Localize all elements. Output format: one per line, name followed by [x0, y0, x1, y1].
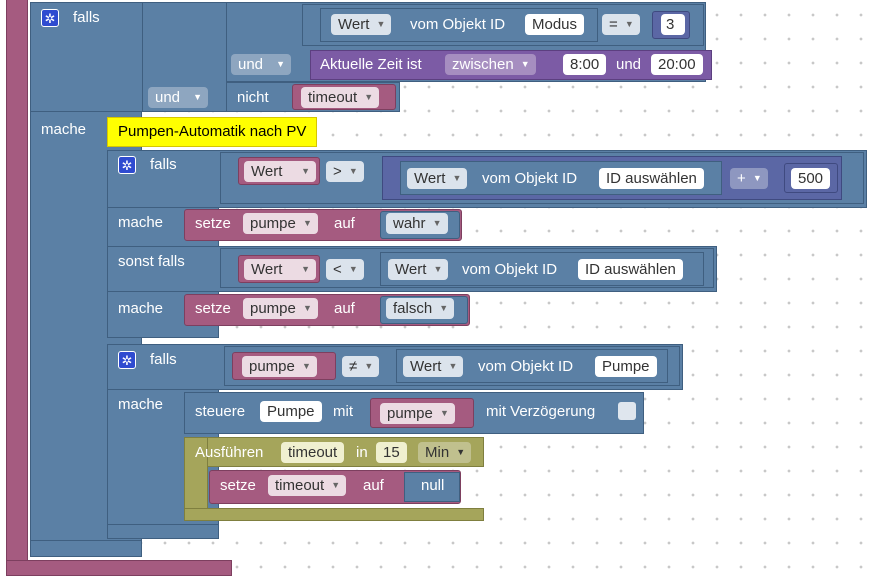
wert-dropdown[interactable]: Wert▼ [244, 259, 316, 280]
null-label: null [421, 477, 445, 494]
aktuelle-zeit-label: Aktuelle Zeit ist [320, 56, 422, 73]
chevron-down-icon: ▼ [456, 447, 466, 457]
setze-label: setze [195, 300, 231, 317]
object-id-field-modus[interactable]: Modus [525, 14, 585, 35]
mache-label: mache [118, 300, 164, 317]
vom-objekt-id-label: vom Objekt ID [410, 16, 506, 33]
timeout-name-field[interactable]: timeout [281, 442, 345, 463]
chevron-down-icon: ▼ [301, 264, 310, 274]
gear-icon[interactable]: ✲ [118, 156, 136, 174]
mache-label: mache [118, 396, 164, 413]
timeout-value-field[interactable]: 15 [376, 442, 407, 463]
boolean-dropdown-wahr[interactable]: wahr▼ [386, 213, 448, 234]
chevron-down-icon: ▼ [348, 264, 358, 274]
chevron-down-icon: ▼ [520, 59, 530, 69]
if-block-1-bottom [30, 540, 142, 557]
chevron-down-icon: ▼ [433, 264, 443, 274]
timeout-unit-dropdown[interactable]: Min▼ [418, 442, 472, 463]
timeout-block-bottom [184, 508, 484, 521]
if-block-3-bottom [107, 524, 219, 539]
number-field-3[interactable]: 3 [661, 14, 685, 35]
object-id-field[interactable]: ID auswählen [599, 168, 704, 189]
in-label: in [356, 444, 368, 461]
variable-dropdown-pumpe[interactable]: pumpe▼ [243, 298, 318, 319]
setze-label: setze [220, 477, 256, 494]
time-from-field[interactable]: 8:00 [563, 54, 607, 75]
chevron-down-icon: ▼ [302, 303, 312, 313]
vom-objekt-id-label: vom Objekt ID [482, 170, 578, 187]
boolean-dropdown-falsch[interactable]: falsch▼ [386, 298, 455, 319]
chevron-down-icon: ▼ [439, 303, 449, 313]
chevron-down-icon: ▼ [376, 19, 386, 29]
chevron-down-icon: ▼ [331, 480, 341, 490]
time-to-field[interactable]: 20:00 [651, 54, 703, 75]
chevron-down-icon: ▼ [364, 92, 374, 102]
chevron-down-icon: ▼ [624, 19, 634, 29]
delay-checkbox[interactable] [618, 402, 636, 420]
mit-verzoegerung-label: mit Verzögerung [486, 403, 596, 420]
wert-dropdown[interactable]: Wert▼ [244, 161, 316, 182]
auf-label: auf [334, 215, 355, 232]
null-block[interactable] [404, 472, 460, 502]
compare-operator-dropdown[interactable]: >▼ [326, 161, 364, 182]
object-id-field[interactable]: ID auswählen [578, 259, 683, 280]
ausfuehren-label: Ausführen [195, 444, 264, 461]
compare-operator-dropdown[interactable]: =▼ [602, 14, 640, 35]
falls-label: falls [73, 9, 100, 26]
falls-label: falls [150, 351, 177, 368]
time-und-label: und [616, 56, 642, 73]
chevron-down-icon: ▼ [432, 218, 442, 228]
chevron-down-icon: ▼ [301, 361, 311, 371]
time-mode-dropdown[interactable]: zwischen▼ [445, 54, 536, 75]
and-dropdown-inner[interactable]: und▼ [231, 54, 291, 75]
sonst-falls-label: sonst falls [118, 253, 185, 270]
chevron-down-icon: ▼ [276, 59, 285, 69]
auf-label: auf [363, 477, 384, 494]
chevron-down-icon: ▼ [193, 92, 202, 102]
gear-icon[interactable]: ✲ [41, 9, 59, 27]
outer-event-block[interactable] [6, 0, 28, 576]
chevron-down-icon: ▼ [348, 166, 358, 176]
chevron-down-icon: ▼ [439, 408, 449, 418]
compare-operator-dropdown[interactable]: ≠▼ [342, 356, 380, 377]
chevron-down-icon: ▼ [752, 173, 762, 183]
vom-objekt-id-label: vom Objekt ID [462, 261, 558, 278]
object-id-field-pumpe[interactable]: Pumpe [260, 401, 322, 422]
variable-dropdown-pumpe[interactable]: pumpe▼ [380, 403, 455, 424]
variable-dropdown-pumpe[interactable]: pumpe▼ [242, 356, 317, 377]
timeout-variable-dropdown[interactable]: timeout▼ [301, 87, 380, 108]
comment-block[interactable]: Pumpen-Automatik nach PV [107, 117, 318, 147]
chevron-down-icon: ▼ [452, 173, 462, 183]
math-operator-dropdown[interactable]: +▼ [730, 168, 768, 189]
and-dropdown-outer[interactable]: und▼ [148, 87, 208, 108]
chevron-down-icon: ▼ [302, 218, 312, 228]
mit-label: mit [333, 403, 353, 420]
wert-dropdown[interactable]: Wert▼ [407, 168, 468, 189]
steuere-label: steuere [195, 403, 246, 420]
number-field-500[interactable]: 500 [791, 168, 831, 189]
vom-objekt-id-label: vom Objekt ID [478, 358, 574, 375]
chevron-down-icon: ▼ [364, 361, 374, 371]
compare-operator-dropdown[interactable]: <▼ [326, 259, 364, 280]
gear-icon[interactable]: ✲ [118, 351, 136, 369]
chevron-down-icon: ▼ [448, 361, 458, 371]
mache-label: mache [41, 121, 87, 138]
mache-label: mache [118, 214, 164, 231]
variable-dropdown-pumpe[interactable]: pumpe▼ [243, 213, 318, 234]
chevron-down-icon: ▼ [301, 166, 310, 176]
wert-dropdown[interactable]: Wert▼ [403, 356, 464, 377]
wert-dropdown[interactable]: Wert▼ [388, 259, 449, 280]
setze-label: setze [195, 215, 231, 232]
object-id-field-pumpe[interactable]: Pumpe [595, 356, 657, 377]
variable-dropdown-timeout[interactable]: timeout▼ [268, 475, 347, 496]
wert-dropdown[interactable]: Wert▼ [331, 14, 392, 35]
nicht-label-text: nicht [237, 89, 269, 106]
outer-event-block-bottom [6, 560, 232, 576]
falls-label: falls [150, 156, 177, 173]
auf-label: auf [334, 300, 355, 317]
